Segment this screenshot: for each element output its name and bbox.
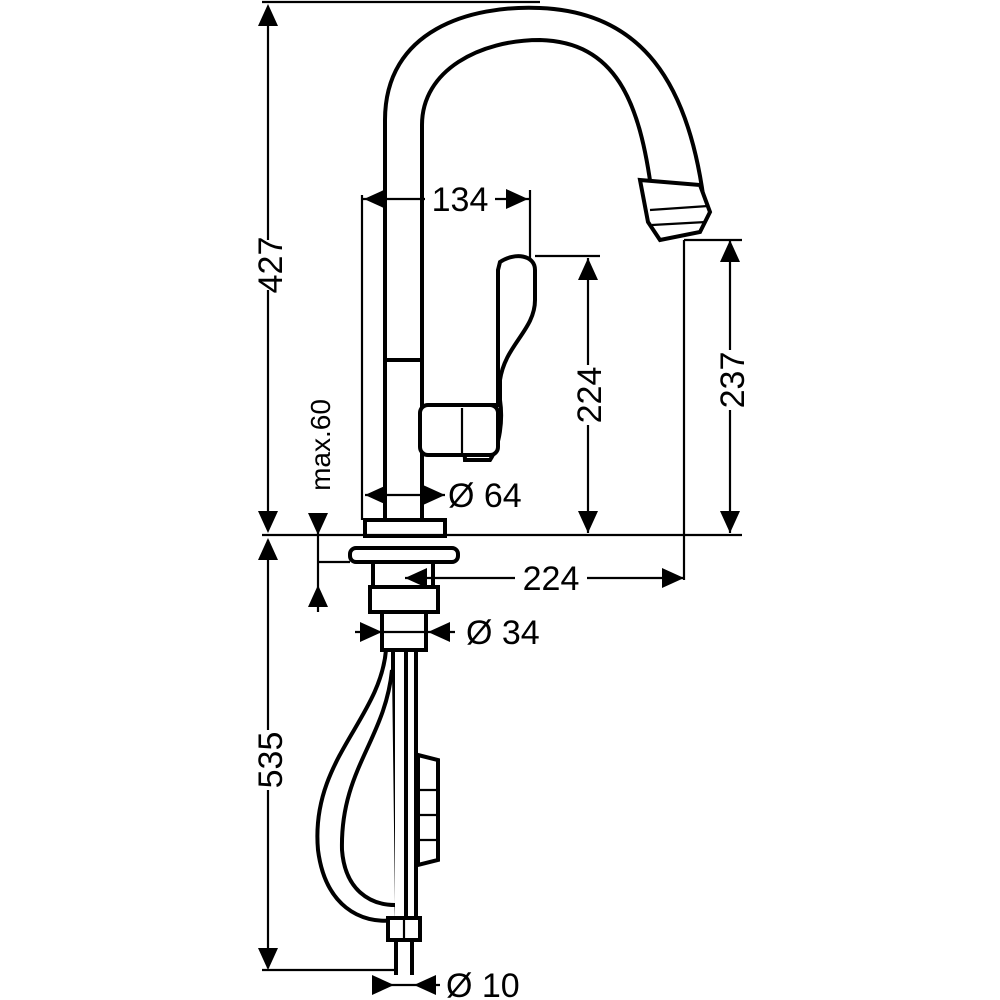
mounting-nut [368,585,440,614]
arrow-deck-bottom [308,585,328,607]
cartridge-block [418,403,500,457]
dim-base-diameter: Ø 64 [448,477,522,515]
arrow-shank-right [428,622,450,642]
dim-connection-diameter: Ø 10 [446,967,520,1000]
spray-ring-1 [649,204,709,212]
dim-total-height: 427 [252,237,290,294]
dim-lever-height: 224 [571,367,609,424]
arrow-reach-right [506,189,528,209]
spray-ring-2 [651,220,707,227]
hose-loop-inner [339,669,396,907]
dim-hose-length: 535 [252,732,290,789]
dim-lever-reach: 134 [432,181,489,219]
hose-weight [416,752,440,868]
text-mask-reach [425,182,495,216]
arrow-base-right [423,485,445,505]
arrow-lever-bottom [578,511,598,533]
dim-max-deck: max.60 [305,399,336,491]
arrow-lever-top [578,258,598,280]
text-mask-lever-height [572,365,604,425]
base-rosette [363,518,447,538]
dim-spout-height: 237 [714,352,752,409]
arrow-total-top [258,4,278,26]
arrow-total-bottom [258,511,278,533]
dim-spout-reach: 224 [523,560,580,598]
arrow-hose-bottom [258,948,278,970]
text-mask-total [252,240,284,290]
arrow-reach-left [364,189,386,209]
counter-plate [348,546,460,564]
spout-inner [420,37,654,360]
arrow-spout-reach-left [405,568,427,588]
arrow-spout-reach-right [662,568,684,588]
dim-shank-diameter: Ø 34 [466,614,540,652]
arrow-spout-top [720,240,740,262]
arrow-conn-left [372,975,394,995]
text-mask-spout-reach [515,560,587,594]
arrow-deck-top [308,513,328,535]
arrow-base-left [365,485,387,505]
arrow-shank-left [360,622,382,642]
arrow-spout-bottom [720,511,740,533]
arrow-conn-right [414,975,436,995]
text-mask-hose [252,730,284,790]
faucet-outline [315,5,713,975]
text-mask-spout-height [714,350,746,410]
dimension-lines: 427 134 224 237 max.60 Ø 64 22 [252,0,752,1000]
arrow-hose-top [258,538,278,560]
